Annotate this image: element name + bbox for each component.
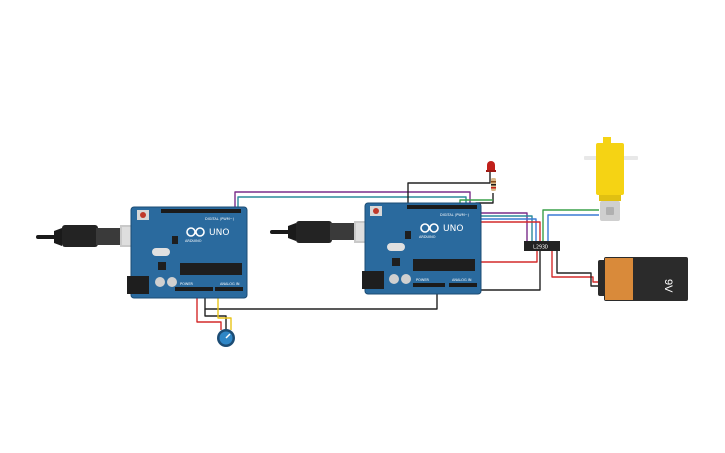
board-brand: UNO (443, 224, 463, 234)
dc-motor-icon[interactable] (584, 137, 638, 221)
atmega-chip (180, 263, 242, 275)
digital-label: DIGITAL (PWM~) (205, 217, 235, 221)
crystal (152, 248, 170, 256)
wire-black-pot-gnd[interactable] (204, 309, 227, 330)
board-brand: UNO (209, 228, 229, 238)
arduino-board-1[interactable]: UNO ARDUINO DIGITAL (PWM~) POWER ANALOG … (127, 206, 248, 299)
analog-header[interactable] (215, 287, 243, 291)
wire-black-gnd-link[interactable] (204, 290, 438, 310)
driver-label: L293D (533, 245, 548, 251)
atmega-chip (413, 259, 475, 271)
digital-label: DIGITAL (PWM~) (440, 213, 470, 217)
wire-black-led-gnd[interactable] (407, 172, 491, 207)
power-label: POWER (180, 282, 194, 286)
wire-purple-driver-in1[interactable] (462, 212, 528, 241)
crystal (387, 243, 405, 251)
analog-label: ANALOG IN (220, 282, 240, 286)
l293d-driver-chip[interactable]: L293D (524, 241, 560, 251)
arduino-board-2[interactable]: UNO ARDUINO DIGITAL (PWM~) POWER ANALOG … (362, 202, 482, 295)
wire-red-battery-pos[interactable] (551, 251, 606, 283)
board-logo-text: ARDUINO (185, 239, 202, 243)
arduino-logo-icon (420, 223, 439, 233)
wire-black-battery-neg[interactable] (556, 251, 606, 287)
wire-blue-motor-b[interactable] (547, 214, 599, 241)
arduino-logo-icon (186, 227, 205, 237)
capacitor (389, 274, 399, 284)
wire-yellow-pot-signal[interactable] (217, 292, 232, 330)
board-logo-text: ARDUINO (419, 235, 436, 239)
potentiometer-knob-icon[interactable] (217, 329, 235, 347)
wire-green-motor-a[interactable] (542, 209, 599, 241)
red-led-icon[interactable] (486, 161, 496, 172)
reset-button-icon[interactable] (137, 210, 149, 220)
capacitor (155, 277, 165, 287)
battery-9v-icon[interactable]: 9V (598, 257, 688, 301)
wire-teal-board-link[interactable] (237, 196, 467, 209)
battery-label: 9V (662, 279, 674, 293)
analog-header[interactable] (449, 283, 477, 287)
power-jack[interactable] (127, 276, 149, 294)
wire-red-pot-vcc[interactable] (196, 292, 222, 330)
capacitor (167, 277, 177, 287)
analog-label: ANALOG IN (452, 278, 472, 282)
power-label: POWER (416, 278, 430, 282)
reset-button-icon[interactable] (370, 206, 382, 216)
resistor-icon[interactable] (491, 178, 496, 191)
power-header[interactable] (413, 283, 445, 287)
power-header[interactable] (175, 287, 213, 291)
digital-header[interactable] (407, 205, 477, 209)
wire-black-driver-gnd[interactable] (472, 251, 541, 291)
capacitor (401, 274, 411, 284)
digital-header[interactable] (161, 209, 241, 213)
power-jack[interactable] (362, 271, 384, 289)
wire-teal-driver-in2[interactable] (458, 215, 533, 241)
